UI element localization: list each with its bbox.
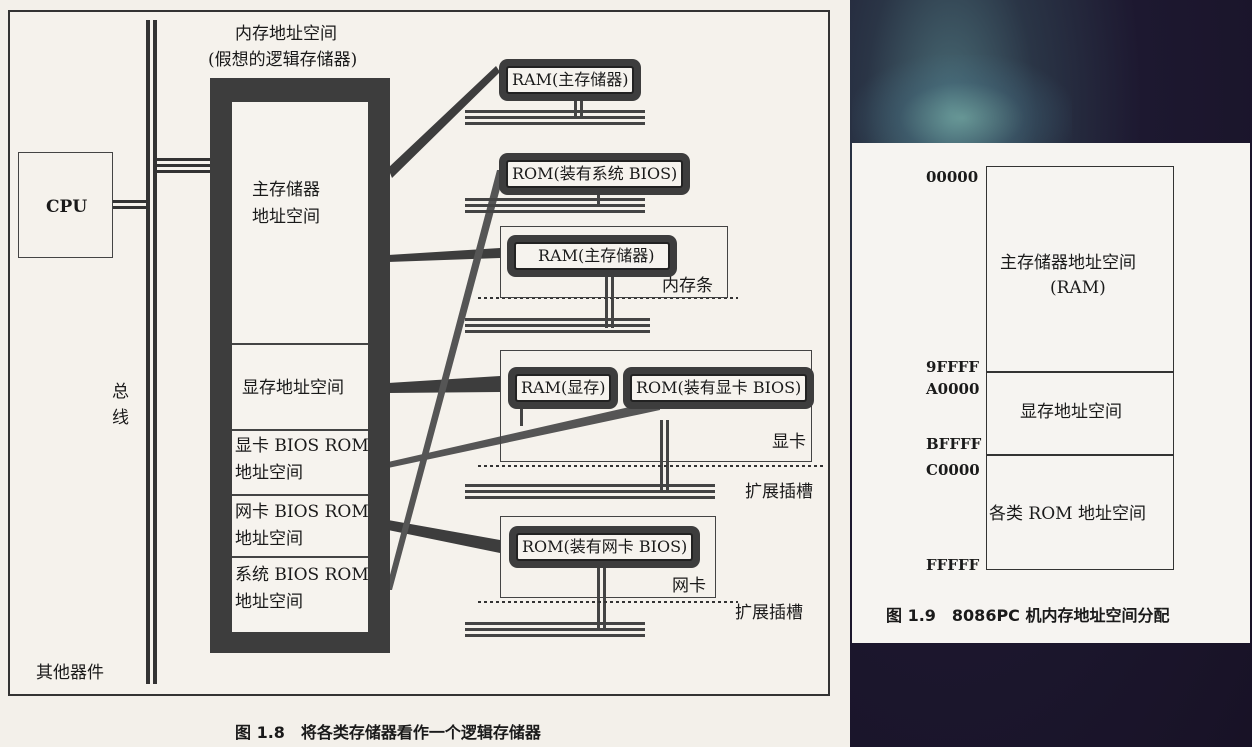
chip-ram-video: RAM(显存) [515,374,612,402]
nebula-glow [852,55,1072,145]
seg-vbios-line1: 显卡 BIOS ROM [235,436,369,456]
bus-label-1: 总 [112,382,129,402]
cpu-link-2 [112,206,148,209]
mem-link-2 [157,164,215,167]
seg-main-line1: 主存储器 [252,180,320,200]
bus-label-2: 线 [112,408,129,428]
other-devices-label: 其他器件 [36,663,104,683]
seg-vbios-line2: 地址空间 [235,463,303,483]
space-title: 内存地址空间 [235,24,337,44]
wedge-rom-video [388,400,660,468]
connection-lines [112,20,826,684]
block-rom: 各类 ROM 地址空间 [989,504,1146,524]
label-slot-1: 扩展插槽 [745,482,813,502]
block-video: 显存地址空间 [1020,402,1122,422]
address-divider-1 [986,371,1174,373]
cpu-link-1 [112,200,148,203]
label-network-card: 网卡 [672,576,706,596]
seg-video: 显存地址空间 [242,378,344,398]
logical-memory-body [232,102,368,632]
address-bffff: BFFFF [926,435,982,453]
address-9ffff: 9FFFF [926,358,980,376]
cpu-label: CPU [46,197,88,217]
wedge-rom-net [388,520,500,553]
figure-frame [8,10,830,696]
figure-1-9-caption: 图 1.9 8086PC 机内存地址空间分配 [886,606,1170,625]
slot-rails [478,297,826,603]
address-divider-2 [986,454,1174,456]
space-subtitle: (假想的逻辑存储器) [208,50,358,70]
seg-sbios-line1: 系统 BIOS ROM [235,565,369,585]
mem-link-1 [157,158,215,161]
bus-rail-left [146,20,150,684]
memory-module-box [500,226,728,298]
seg-sbios-line2: 地址空间 [235,592,303,612]
address-c0000: C0000 [926,461,980,479]
wedge-rom-sys [386,170,505,590]
chip-rom-video: ROM(装有显卡 BIOS) [630,374,808,402]
seg-nbios-line1: 网卡 BIOS ROM [235,502,369,522]
figure-1-8: CPU 总 线 其他器件 内存地址空间 (假想的逻辑存储器) 主存储器 地址空间… [8,10,830,742]
bus-rail-right [153,20,157,684]
label-video-card: 显卡 [772,432,806,452]
wedge-ram-module [388,248,500,262]
divider-1 [232,343,368,345]
network-card-box [500,516,716,598]
video-card-box [500,350,812,462]
label-slot-2: 扩展插槽 [735,603,803,623]
wedge-ram-main [388,66,500,178]
block-main-line1: 主存储器地址空间 [1000,253,1136,273]
address-a0000: A0000 [926,380,980,398]
divider-3 [232,494,368,496]
cpu-box [18,152,113,258]
divider-4 [232,556,368,558]
chip-ram-main: RAM(主存储器) [506,66,635,94]
block-main-line2: (RAM) [1050,278,1106,298]
mem-link-3 [157,170,215,173]
address-00000: 00000 [926,168,979,186]
divider-2 [232,429,368,431]
label-memory-module: 内存条 [662,276,713,296]
figure-1-8-caption: 图 1.8 将各类存储器看作一个逻辑存储器 [235,723,541,742]
chip-rom-network: ROM(装有网卡 BIOS) [516,533,694,561]
seg-main-line2: 地址空间 [252,207,320,227]
chip-ram-module: RAM(主存储器) [514,242,671,270]
chip-rom-system: ROM(装有系统 BIOS) [506,160,684,188]
address-map-box [986,166,1174,570]
address-fffff: FFFFF [926,556,980,574]
seg-nbios-line2: 地址空间 [235,529,303,549]
figure-1-9: 00000 9FFFF A0000 BFFFF C0000 FFFFF 主存储器… [852,143,1250,643]
